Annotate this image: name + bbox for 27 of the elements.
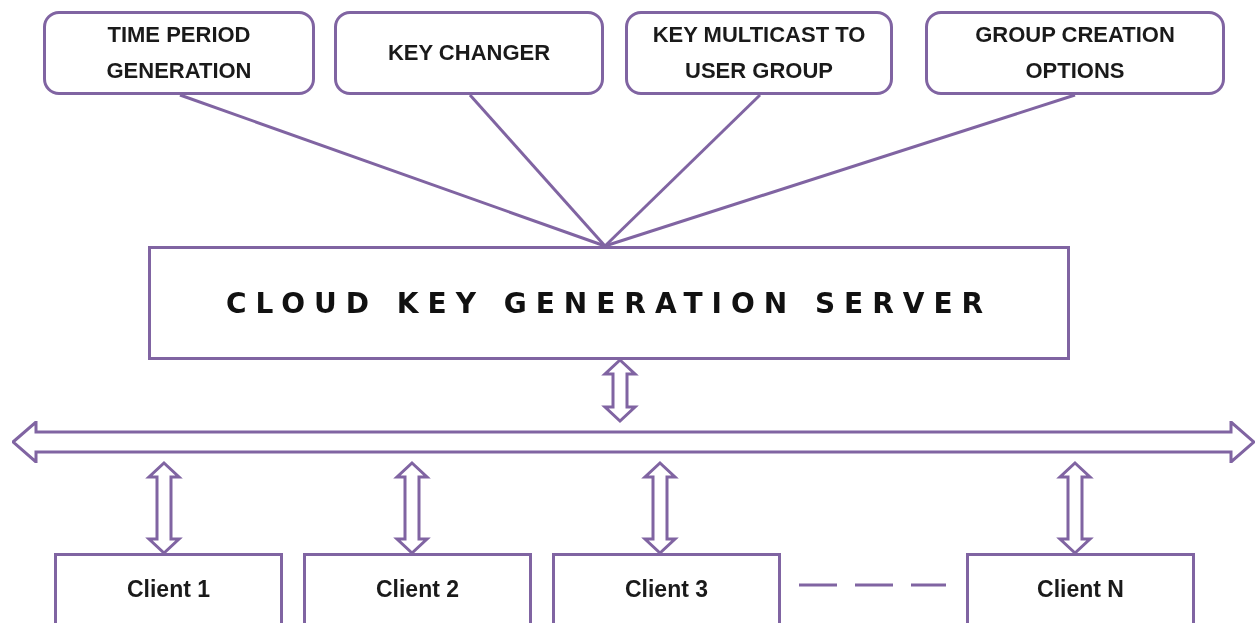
box-label: KEY CHANGER (387, 39, 551, 67)
client-box (966, 553, 1195, 623)
double-arrow (1056, 460, 1094, 556)
double-arrow (641, 460, 679, 556)
client-box (54, 553, 283, 623)
function-box (334, 11, 604, 95)
client-label: Client 1 (126, 576, 211, 603)
function-box (925, 11, 1225, 95)
client-label: Client 2 (375, 576, 460, 603)
box-label: GROUP CREATION OPTIONS (974, 21, 1176, 85)
server-title: CLOUD KEY GENERATION SERVER (225, 286, 993, 320)
double-arrow (601, 357, 639, 424)
box-label: TIME PERIOD GENERATION (105, 21, 253, 85)
dashed-line (799, 583, 946, 587)
function-box (43, 11, 315, 95)
function-box (625, 11, 893, 95)
client-box (303, 553, 532, 623)
server-box (148, 246, 1070, 360)
double-arrow-bar (12, 421, 1255, 463)
client-box (552, 553, 781, 623)
double-arrow (393, 460, 431, 556)
double-arrow (145, 460, 183, 556)
box-label: KEY MULTICAST TO USER GROUP (651, 21, 867, 85)
client-label: Client N (1037, 576, 1124, 603)
client-label: Client 3 (624, 576, 709, 603)
connector-line (603, 93, 762, 248)
connector-line (468, 94, 607, 247)
